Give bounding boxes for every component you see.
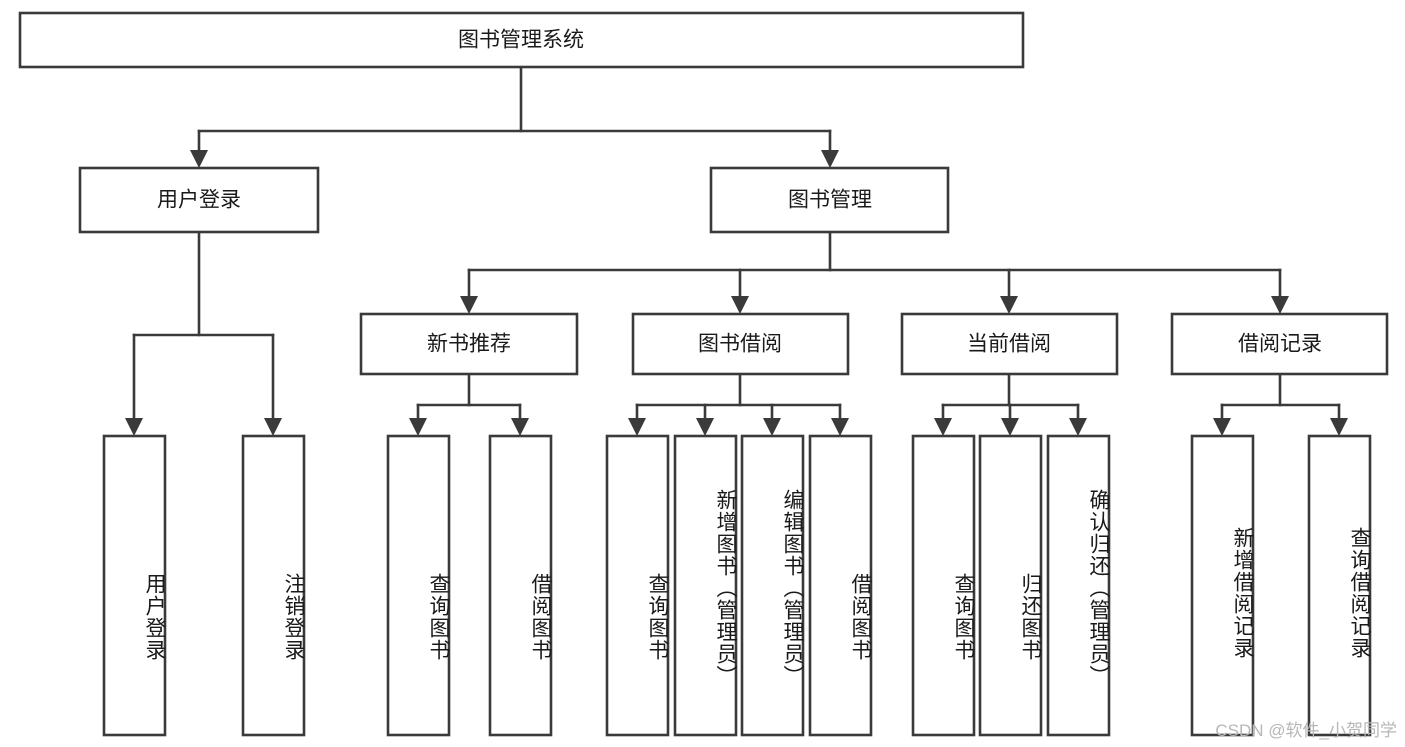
node-box-leaf-borrow-book-2[interactable]	[808, 434, 873, 737]
node-label-borrow-record: 借阅记录	[1238, 333, 1322, 356]
arrow-head-leaf-query-book-1	[409, 418, 427, 436]
arrow-head-leaf-query-book-2	[628, 418, 646, 436]
connector-group-borrow-record	[1213, 372, 1348, 436]
arrow-head-leaf-query-record	[1330, 418, 1348, 436]
arrow-head-current-borrow	[1000, 296, 1018, 314]
arrow-head-leaf-borrow-book-2	[831, 418, 849, 436]
node-box-leaf-add-record[interactable]	[1190, 434, 1255, 737]
node-box-leaf-query-book-3[interactable]	[911, 434, 976, 737]
arrow-head-borrow-record	[1271, 296, 1289, 314]
node-box-new-book-recommend[interactable]	[359, 312, 579, 376]
connector-group-root	[190, 65, 839, 168]
arrow-head-leaf-logout	[264, 418, 282, 436]
arrow-head-book-borrow	[731, 296, 749, 314]
csdn-watermark: CSDN @软件_小贺同学	[1215, 721, 1397, 740]
connector-group-user-login	[125, 230, 282, 436]
arrow-head-leaf-return-book	[1001, 418, 1019, 436]
arrow-head-leaf-edit-book	[763, 418, 781, 436]
node-box-leaf-borrow-book-1[interactable]	[488, 434, 553, 737]
node-label-root: 图书管理系统	[458, 29, 584, 52]
node-box-book-borrow[interactable]	[631, 312, 850, 376]
node-label-book-borrow: 图书借阅	[698, 333, 782, 356]
connector-group-current-borrow	[934, 372, 1087, 436]
node-box-leaf-logout[interactable]	[241, 434, 306, 737]
node-box-leaf-query-book-2[interactable]	[605, 434, 670, 737]
arrow-head-leaf-user-login	[125, 418, 143, 436]
arrow-head-leaf-confirm-return	[1069, 418, 1087, 436]
arrow-head-leaf-add-book	[696, 418, 714, 436]
node-box-leaf-add-book[interactable]	[673, 434, 738, 737]
node-label-book-management: 图书管理	[788, 189, 872, 212]
node-label-current-borrow: 当前借阅	[967, 333, 1051, 356]
node-box-current-borrow[interactable]	[900, 312, 1119, 376]
connector-group-new-book-recommend	[409, 372, 529, 436]
node-box-book-management[interactable]	[709, 166, 950, 234]
node-box-leaf-confirm-return[interactable]	[1046, 434, 1111, 737]
node-box-root[interactable]	[18, 11, 1025, 69]
node-label-new-book-recommend: 新书推荐	[427, 333, 511, 356]
node-box-leaf-query-book-1[interactable]	[386, 434, 451, 737]
arrow-head-user-login	[190, 150, 208, 168]
node-box-leaf-return-book[interactable]	[978, 434, 1043, 737]
node-box-leaf-query-record[interactable]	[1307, 434, 1372, 737]
node-box-leaf-user-login[interactable]	[102, 434, 167, 737]
node-box-leaf-edit-book[interactable]	[740, 434, 805, 737]
arrow-head-book-management	[821, 150, 839, 168]
arrow-head-leaf-add-record	[1213, 418, 1231, 436]
connector-group-book-management	[460, 230, 1289, 314]
arrow-head-new-book-recommend	[460, 296, 478, 314]
connector-group-book-borrow	[628, 372, 849, 436]
node-box-borrow-record[interactable]	[1170, 312, 1389, 376]
node-label-user-login: 用户登录	[157, 189, 241, 212]
arrow-head-leaf-borrow-book-1	[511, 418, 529, 436]
arrow-head-leaf-query-book-3	[934, 418, 952, 436]
node-box-user-login[interactable]	[78, 166, 320, 234]
